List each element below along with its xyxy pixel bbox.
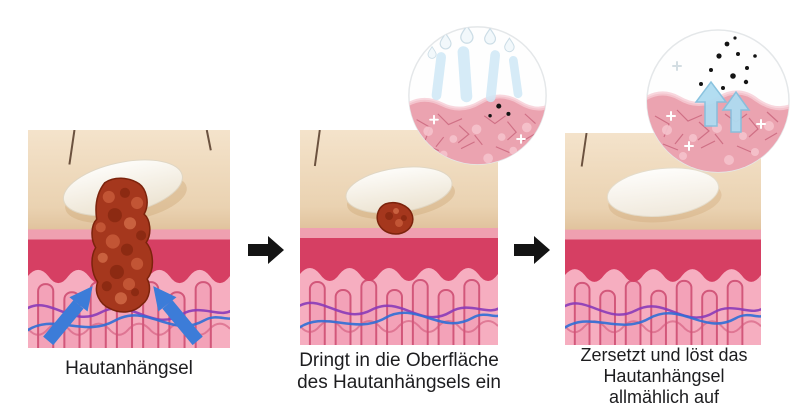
magnifier-circle-dissolution-icon bbox=[646, 29, 790, 173]
purple-vessel bbox=[28, 304, 230, 321]
skin-cross-section-penetration bbox=[300, 130, 498, 345]
magnifier-circle-penetration-icon bbox=[408, 26, 547, 165]
sparkle-icons bbox=[429, 114, 526, 144]
caption-stage-1: Hautanhängsel bbox=[26, 358, 232, 380]
caption-line: allmählich auf bbox=[608, 387, 720, 408]
caption-stage-3: Zersetzt und löst das Hautanhängsel allm… bbox=[568, 345, 760, 408]
skin-cross-section-with-tag bbox=[28, 130, 230, 348]
caption-line: Zersetzt und löst das bbox=[580, 345, 748, 365]
serum-streaks bbox=[431, 46, 523, 103]
sparkle-icons bbox=[666, 111, 766, 151]
dermal-papillae bbox=[573, 279, 744, 345]
skin-tag bbox=[91, 177, 154, 313]
shrinking-skin-tag bbox=[376, 202, 414, 235]
blue-vessel bbox=[300, 311, 498, 329]
hair bbox=[580, 133, 588, 167]
hair bbox=[205, 130, 212, 151]
right-arrow-icon bbox=[248, 234, 285, 271]
caption-stage-2: Dringt in die Oberfläche des Hautanhängs… bbox=[278, 350, 520, 395]
hair bbox=[68, 130, 76, 165]
caption-line: des Hautanhängsels ein bbox=[297, 372, 501, 394]
tissue-cells bbox=[423, 122, 532, 164]
panel-stage-2 bbox=[300, 130, 498, 345]
dermal-papillae bbox=[308, 279, 481, 345]
lifted-skin-flap bbox=[345, 166, 455, 220]
hair bbox=[313, 130, 321, 167]
purple-vessel bbox=[300, 301, 498, 319]
purple-vessel bbox=[565, 302, 761, 319]
skin-cross-section-healed bbox=[565, 133, 761, 345]
active-particles bbox=[488, 103, 511, 118]
blue-vessel bbox=[565, 312, 761, 330]
magnified-penetration-inset bbox=[405, 23, 550, 168]
blue-up-arrow-icons bbox=[694, 80, 751, 133]
sparkle-icon bbox=[672, 61, 682, 71]
panel-stage-3 bbox=[565, 133, 761, 345]
caption-line: Hautanhängsel bbox=[65, 358, 193, 379]
tissue-cracks bbox=[654, 109, 779, 153]
dissolving-particles bbox=[699, 36, 757, 90]
right-arrow-icon bbox=[514, 234, 551, 271]
caption-line: Hautanhängsel bbox=[603, 366, 725, 387]
lifted-skin-flap bbox=[606, 167, 722, 223]
magnified-dissolution-inset bbox=[643, 26, 793, 176]
caption-line: Dringt in die Oberfläche bbox=[299, 350, 499, 371]
droplet-icons bbox=[427, 26, 515, 59]
panel-stage-1 bbox=[28, 130, 230, 348]
blue-up-arrows-icon bbox=[43, 286, 203, 346]
